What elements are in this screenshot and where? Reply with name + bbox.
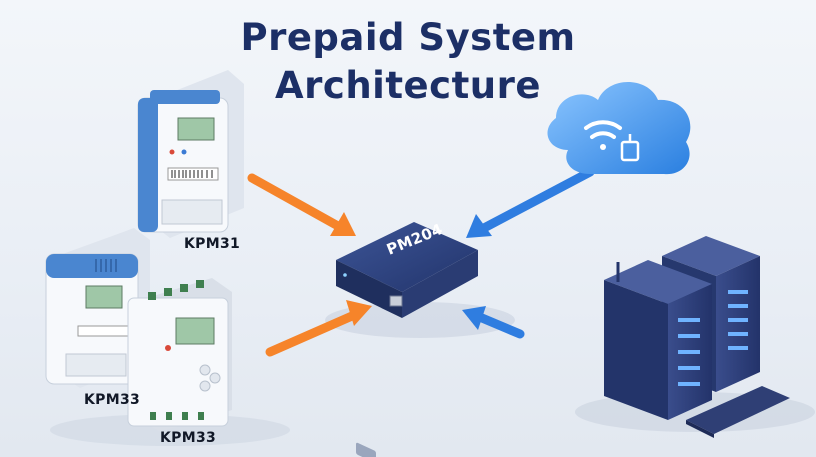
arrow-server-to-gateway [462,306,525,339]
arrow-kpm33-to-gateway [265,300,372,357]
kpm33-meter-bottom [127,278,232,432]
diagram-title: Prepaid System Architecture [0,14,816,110]
keyboard-icon [686,386,790,438]
arrow-cloud-to-gateway [466,167,595,238]
title-line-2: Architecture [275,64,541,107]
wifi-icon [584,120,622,150]
kpm33-bottom-label: KPM33 [160,430,217,446]
arrow-kpm31-to-gateway [247,173,356,236]
kpm33-left-label: KPM33 [84,392,141,408]
title-line-1: Prepaid System [240,16,576,59]
pm204-gateway [336,222,478,457]
server-rack-icon [604,236,760,420]
kpm31-meter [137,70,244,238]
kpm31-label: KPM31 [184,236,241,252]
cloud-icon [547,82,691,175]
